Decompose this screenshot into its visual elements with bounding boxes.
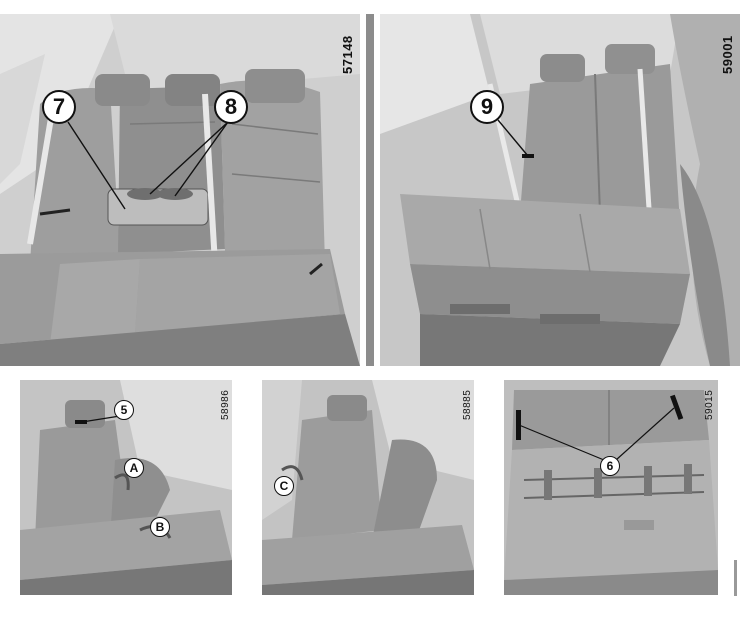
rear-seat-illustration-1 — [0, 14, 360, 366]
callout-9: 9 — [470, 90, 504, 124]
leader-lines-3 — [81, 415, 121, 423]
leader-lines-2 — [497, 119, 529, 157]
panel-rear-bench-armrest: 7 8 57148 — [0, 14, 360, 366]
callout-a: A — [124, 458, 144, 478]
panel-third-row-seat: 9 59001 — [380, 14, 740, 366]
callout-8: 8 — [214, 90, 248, 124]
figure-ref: 59001 — [720, 35, 735, 74]
edge-mark — [734, 560, 737, 596]
callout-5: 5 — [114, 400, 134, 420]
figure-ref: 58885 — [462, 389, 473, 420]
leader-lines-1 — [67, 121, 229, 210]
panel-seat-fold-c: C 58885 — [262, 380, 474, 595]
callout-c: C — [274, 476, 294, 496]
callout-7: 7 — [42, 90, 76, 124]
figure-ref: 57148 — [340, 35, 355, 74]
figure-ref: 58986 — [220, 389, 231, 420]
rear-seat-illustration-2 — [380, 14, 740, 366]
callout-b: B — [150, 517, 170, 537]
panel-divider — [366, 14, 374, 366]
boot-illustration — [504, 380, 718, 595]
panel-boot-floor: 6 59015 — [504, 380, 718, 595]
rear-seat-illustration-3 — [20, 380, 232, 595]
leader-lines-5 — [518, 407, 675, 461]
callout-6: 6 — [600, 456, 620, 476]
panel-seat-fold-a-b: 5 A B 58986 — [20, 380, 232, 595]
figure-ref: 59015 — [704, 389, 715, 420]
